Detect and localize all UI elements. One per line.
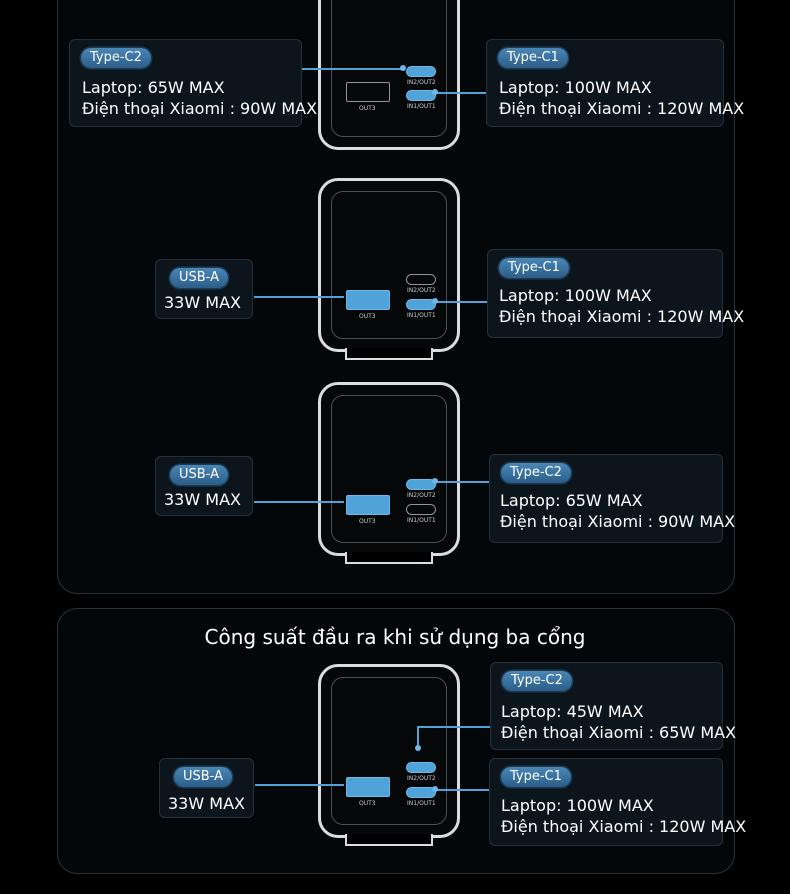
port-label-out3: OUT3 bbox=[359, 313, 376, 320]
connector-c2-config3 bbox=[432, 481, 489, 483]
spec-line-phone: Điện thoại Xiaomi : 120W MAX bbox=[501, 817, 747, 836]
port-in1out1 bbox=[406, 90, 436, 101]
connector-usba-config4 bbox=[255, 784, 344, 786]
port-badge: Type-C1 bbox=[498, 48, 568, 68]
charger-config2: IN2/OUT2 IN1/OUT1 OUT3 bbox=[318, 178, 460, 360]
port-in2out2 bbox=[406, 479, 436, 490]
connector-dot bbox=[400, 65, 406, 71]
spec-card-type-c1: Type-C1 Laptop: 100W MAX Điện thoại Xiao… bbox=[486, 39, 744, 127]
port-label-in2out2: IN2/OUT2 bbox=[407, 492, 436, 499]
spec-card-type-c2: Type-C2 Laptop: 45W MAX Điện thoại Xiaom… bbox=[490, 662, 736, 750]
spec-card-usb-a: USB-A 33W MAX bbox=[159, 758, 254, 818]
port-label-out3: OUT3 bbox=[359, 105, 376, 112]
connector-dot bbox=[432, 478, 438, 484]
port-badge: Type-C2 bbox=[502, 671, 572, 691]
port-in2out2 bbox=[406, 274, 436, 285]
port-in1out1 bbox=[406, 787, 436, 798]
connector-dot bbox=[432, 89, 438, 95]
spec-line-laptop: Laptop: 100W MAX bbox=[499, 78, 652, 97]
spec-line-phone: Điện thoại Xiaomi : 120W MAX bbox=[499, 307, 745, 326]
port-out3 bbox=[346, 82, 390, 102]
port-label-in1out1: IN1/OUT1 bbox=[407, 312, 436, 319]
port-label-in2out2: IN2/OUT2 bbox=[407, 775, 436, 782]
connector-dot bbox=[432, 786, 438, 792]
port-badge: Type-C2 bbox=[81, 48, 151, 68]
port-badge: USB-A bbox=[170, 268, 228, 288]
port-badge: Type-C1 bbox=[499, 258, 569, 278]
spec-line-laptop: Laptop: 65W MAX bbox=[82, 78, 225, 97]
spec-card-type-c2: Type-C2 Laptop: 65W MAX Điện thoại Xiaom… bbox=[69, 39, 317, 127]
port-label-in1out1: IN1/OUT1 bbox=[407, 517, 436, 524]
spec-line-phone: Điện thoại Xiaomi : 65W MAX bbox=[501, 723, 737, 742]
port-in2out2 bbox=[406, 66, 436, 77]
spec-line-laptop: Laptop: 100W MAX bbox=[499, 286, 652, 305]
connector-c1-config1 bbox=[432, 92, 486, 94]
port-badge: USB-A bbox=[174, 767, 232, 787]
port-out3 bbox=[346, 495, 390, 515]
port-label-in1out1: IN1/OUT1 bbox=[407, 103, 436, 110]
connector-usba-config3 bbox=[254, 501, 344, 503]
port-in1out1 bbox=[406, 299, 436, 310]
port-label-in2out2: IN2/OUT2 bbox=[407, 287, 436, 294]
port-in2out2 bbox=[406, 762, 436, 773]
connector-c1-config4 bbox=[432, 789, 490, 791]
connector-c1-config2 bbox=[432, 301, 488, 303]
spec-line-power: 33W MAX bbox=[168, 794, 245, 813]
spec-card-type-c2: Type-C2 Laptop: 65W MAX Điện thoại Xiaom… bbox=[489, 454, 735, 543]
spec-line-phone: Điện thoại Xiaomi : 90W MAX bbox=[82, 99, 318, 118]
port-label-in1out1: IN1/OUT1 bbox=[407, 800, 436, 807]
spec-card-usb-a: USB-A 33W MAX bbox=[155, 259, 253, 319]
spec-line-phone: Điện thoại Xiaomi : 90W MAX bbox=[500, 512, 736, 531]
spec-line-power: 33W MAX bbox=[164, 490, 241, 509]
connector-c2-config4-vertical bbox=[417, 726, 419, 749]
section-title: Công suất đầu ra khi sử dụng ba cổng bbox=[204, 625, 586, 649]
port-label-out3: OUT3 bbox=[359, 800, 376, 807]
connector-usba-config2 bbox=[254, 296, 344, 298]
connector-dot bbox=[415, 745, 421, 751]
port-label-in2out2: IN2/OUT2 bbox=[407, 79, 436, 86]
spec-card-type-c1: Type-C1 Laptop: 100W MAX Điện thoại Xiao… bbox=[489, 758, 746, 846]
port-badge: Type-C1 bbox=[501, 767, 571, 787]
spec-line-laptop: Laptop: 45W MAX bbox=[501, 702, 644, 721]
spec-card-usb-a: USB-A 33W MAX bbox=[155, 456, 253, 516]
charger-config4: IN2/OUT2 IN1/OUT1 OUT3 bbox=[318, 664, 460, 846]
port-out3 bbox=[346, 777, 390, 797]
spec-line-laptop: Laptop: 65W MAX bbox=[500, 491, 643, 510]
spec-line-phone: Điện thoại Xiaomi : 120W MAX bbox=[499, 99, 745, 118]
port-in1out1 bbox=[406, 504, 436, 515]
port-badge: Type-C2 bbox=[501, 463, 571, 483]
connector-dot bbox=[432, 298, 438, 304]
spec-line-power: 33W MAX bbox=[164, 293, 241, 312]
connector-c2-config1 bbox=[302, 68, 405, 70]
port-badge: USB-A bbox=[170, 465, 228, 485]
spec-card-type-c1: Type-C1 Laptop: 100W MAX Điện thoại Xiao… bbox=[487, 249, 744, 338]
charger-config1: IN2/OUT2 IN1/OUT1 OUT3 bbox=[318, 0, 460, 150]
charger-config3: IN2/OUT2 IN1/OUT1 OUT3 bbox=[318, 382, 460, 564]
connector-c2-config4 bbox=[417, 726, 490, 728]
port-label-out3: OUT3 bbox=[359, 518, 376, 525]
port-out3 bbox=[346, 290, 390, 310]
spec-line-laptop: Laptop: 100W MAX bbox=[501, 796, 654, 815]
